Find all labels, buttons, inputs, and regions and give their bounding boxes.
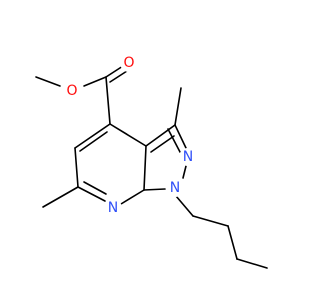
bond-c7a-c3a: [143, 145, 147, 191]
bond-butyl-c1-c2: [192, 215, 229, 227]
atom-o-methoxy: O: [63, 82, 81, 100]
atom-label-o-methoxy: O: [66, 83, 77, 99]
atom-n-pyridine: N: [104, 199, 122, 217]
atom-labels: O O N N N: [63, 54, 197, 217]
bond-n-butyl-c7a: [143, 188, 166, 191]
bond-n-pyridine-c7a: [120, 189, 145, 205]
bond-butyl-c2-c3: [227, 225, 238, 260]
bond-c3-methyl: [174, 87, 182, 126]
bonds: [35, 65, 268, 269]
bond-c6-n-pyridine: [77, 186, 106, 202]
bond-carbonyl-c4: [105, 76, 111, 125]
atom-label-n-pyrazole: N: [183, 149, 193, 165]
bond-carbonyl-c-o-double-a: [105, 65, 124, 78]
bond-c3-n-pyrazole: [174, 124, 187, 149]
bond-methyl-o: [35, 76, 61, 87]
atom-o-carbonyl: O: [120, 54, 138, 72]
atom-n-butyl: N: [166, 179, 184, 197]
bond-c3-n-pyrazole-double: [167, 128, 181, 153]
atom-n-pyrazole: N: [179, 148, 197, 166]
bond-c5-c6: [74, 147, 79, 188]
bond-c4-c5-double: [74, 123, 111, 149]
bond-c4-c5-inner: [79, 131, 108, 152]
molecule-structure: O O N N N: [35, 54, 268, 269]
bond-carbonyl-c-o-double-b: [109, 70, 128, 83]
atom-label-n-pyridine: N: [108, 200, 118, 216]
bond-c3a-c4: [109, 123, 147, 147]
bond-c3a-c3: [145, 124, 176, 147]
bond-n-pyrazole-n-butyl: [182, 165, 187, 179]
bond-c6-n-pyridine-double: [83, 181, 107, 195]
bond-c3a-c3-inner: [150, 135, 175, 153]
bond-o-carbonyl: [83, 76, 107, 87]
bond-n-butyl-c1: [175, 195, 194, 217]
bond-c6-methyl: [42, 186, 79, 208]
atom-label-o-carbonyl: O: [123, 55, 134, 71]
bond-butyl-c3-c4: [236, 258, 268, 269]
atom-label-n-butyl: N: [170, 180, 180, 196]
